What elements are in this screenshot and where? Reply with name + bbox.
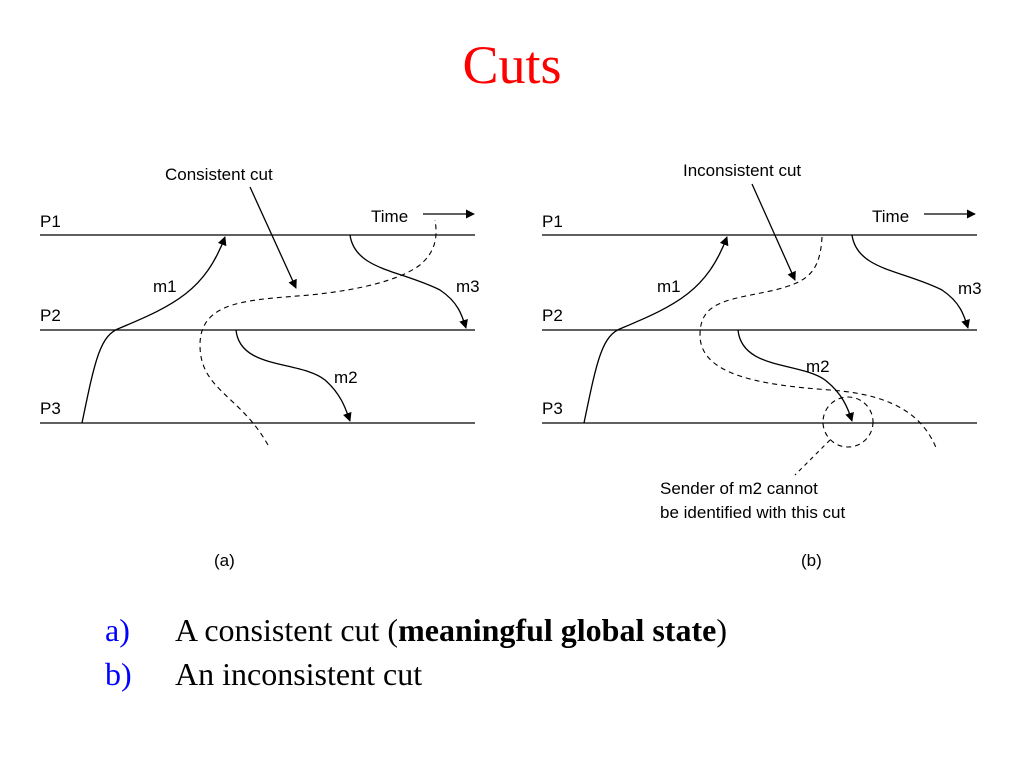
note-leader-line [794,439,831,476]
message-label-m1-a: m1 [153,277,177,296]
list-marker-b: b) [105,656,132,692]
message-m1-a [81,236,227,424]
slide-title: Cuts [462,35,562,95]
message-m2-a [235,329,352,422]
process-label-p2-b: P2 [542,306,563,325]
list-item-text-a-bold: meaningful global state [398,612,717,648]
inconsistent-cut-line [699,236,938,451]
message-label-m1-b: m1 [657,277,681,296]
note-line-1: Sender of m2 cannot [660,479,818,498]
note-line-2: be identified with this cut [660,503,845,522]
process-label-p3-b: P3 [542,399,563,418]
cut-label-b: Inconsistent cut [683,161,801,180]
list-item-text-b: An inconsistent cut [175,656,423,692]
message-m3-b [851,234,970,329]
caption-b: (b) [801,551,822,570]
process-label-p1-b: P1 [542,212,563,231]
list-item: b) An inconsistent cut [105,652,985,696]
definitions-list: a) A consistent cut (meaningful global s… [105,608,985,696]
message-label-m2-b: m2 [806,357,830,376]
time-label-b: Time [872,207,909,226]
message-label-m3-a: m3 [456,277,480,296]
list-item-text-a: A consistent cut (meaningful global stat… [175,608,727,652]
process-label-p3-a: P3 [40,399,61,418]
list-item: a) A consistent cut (meaningful global s… [105,608,985,652]
message-label-m2-a: m2 [334,368,358,387]
consistent-cut-line [199,219,437,446]
cut-label-a: Consistent cut [165,165,273,184]
caption-a: (a) [214,551,235,570]
list-item-text-a-end: ) [716,612,727,648]
m2-sender-highlight-circle [822,396,874,448]
diagram-b: P1 P2 P3 Time m1 m2 m3 Inconsistent cut … [542,161,982,570]
diagram-a: P1 P2 P3 Time m1 m2 m3 Consistent cut (a… [40,165,480,570]
list-marker-a: a) [105,612,130,648]
message-m3-a [349,234,468,329]
list-item-text-a-start: A consistent cut ( [175,612,399,648]
cut-pointer-b [751,183,796,281]
process-label-p2-a: P2 [40,306,61,325]
message-m1-b [583,236,729,424]
process-label-p1-a: P1 [40,212,61,231]
message-label-m3-b: m3 [958,279,982,298]
time-label-a: Time [371,207,408,226]
message-m2-b [737,329,854,422]
cut-pointer-a [249,186,297,289]
